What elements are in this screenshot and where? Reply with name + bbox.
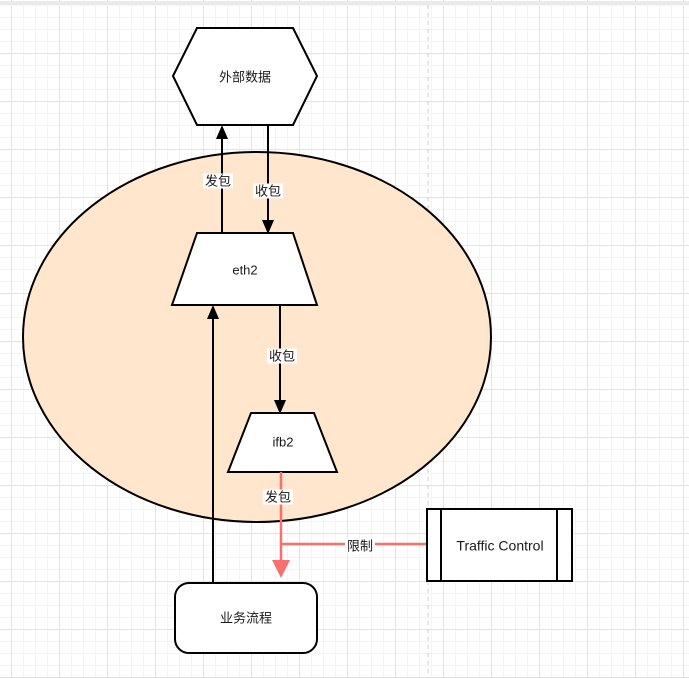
edge-label-receive-top[interactable]: 收包 [252, 183, 284, 199]
red-arrowhead-down-business [272, 560, 290, 578]
edge-label-limit[interactable]: 限制 [344, 538, 376, 554]
arrowhead-down-ifb2 [274, 400, 286, 414]
arrowhead-up-external [216, 125, 228, 139]
kernel-boundary-ellipse[interactable] [22, 151, 492, 523]
canvas-top-strip [0, 1, 689, 6]
business-process-label[interactable]: 业务流程 [219, 610, 273, 626]
external-data-hexagon[interactable] [171, 27, 319, 126]
eth2-trapezoid[interactable] [170, 232, 319, 306]
ifb2-label[interactable]: ifb2 [272, 434, 294, 450]
arrowhead-down-eth2 [262, 220, 274, 234]
business-process-box[interactable] [174, 582, 318, 654]
edge-label-send-top[interactable]: 发包 [202, 173, 234, 189]
external-data-label[interactable]: 外部数据 [218, 69, 272, 85]
ifb2-trapezoid[interactable] [226, 412, 339, 473]
traffic-control-box[interactable] [426, 508, 573, 582]
arrowhead-up-eth2 [207, 305, 219, 319]
edge-label-receive-mid[interactable]: 收包 [266, 348, 298, 364]
edge-label-send-bottom[interactable]: 发包 [262, 489, 294, 505]
traffic-control-label[interactable]: Traffic Control [456, 537, 544, 554]
eth2-label[interactable]: eth2 [232, 262, 258, 278]
